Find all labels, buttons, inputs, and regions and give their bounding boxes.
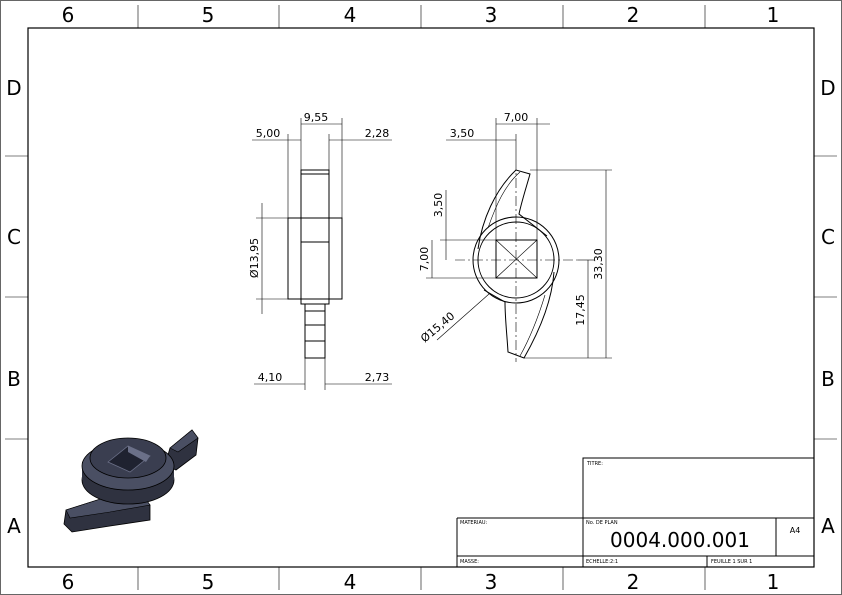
zone-row-left-c: C [7, 225, 21, 249]
isometric-view [63, 429, 199, 533]
front-view-upper-wing [477, 169, 548, 250]
side-view-shaft [300, 169, 330, 219]
material-label: MATERIAU: [460, 520, 488, 526]
dim-side-top-total: 9,55 [304, 111, 329, 124]
zone-col-bottom-2: 2 [627, 570, 640, 594]
zone-row-left-d: D [6, 76, 21, 100]
dim-side-top-right: 2,28 [365, 127, 390, 140]
dim-front-height-lower: 17,45 [574, 294, 587, 326]
title-label: TITRE: [586, 461, 603, 467]
zone-col-top-4: 4 [344, 3, 357, 27]
plan-number: 0004.000.001 [610, 528, 750, 552]
zone-col-top-5: 5 [202, 3, 215, 27]
dim-side-diameter: Ø13,95 [248, 238, 261, 278]
dim-side-top-left: 5,00 [256, 127, 281, 140]
zone-ticks [5, 5, 837, 590]
front-view-lower-wing [483, 271, 555, 359]
zone-col-bottom-6: 6 [62, 570, 75, 594]
dim-front-vert-half: 3,50 [432, 193, 445, 218]
zone-col-top-3: 3 [485, 3, 498, 27]
zone-row-left-a: A [7, 514, 21, 538]
zone-row-right-d: D [820, 76, 835, 100]
dim-front-top-width: 7,00 [504, 111, 529, 124]
zone-col-bottom-4: 4 [344, 570, 357, 594]
side-view-lower-shaft [304, 303, 326, 359]
zone-col-bottom-5: 5 [202, 570, 215, 594]
dim-front-vert-square: 7,00 [418, 247, 431, 272]
zone-col-top-6: 6 [62, 3, 75, 27]
side-view-body [287, 217, 343, 300]
scale-label: ECHELLE:2:1 [586, 559, 618, 565]
side-view: 9,55 5,00 2,28 Ø13,95 4,10 2,73 [248, 111, 392, 390]
sheet-count-label: FEUILLE 1 SUR 1 [711, 559, 752, 565]
front-view: 7,00 3,50 3,50 7,00 Ø15,40 33,30 17,45 [418, 111, 612, 362]
zone-row-left-b: B [7, 367, 21, 391]
mass-label: MASSE: [460, 559, 479, 565]
zone-col-top-1: 1 [767, 3, 780, 27]
zone-col-bottom-1: 1 [767, 570, 780, 594]
zone-col-top-2: 2 [627, 3, 640, 27]
dim-side-bottom-right: 2,73 [365, 371, 390, 384]
zone-col-bottom-3: 3 [485, 570, 498, 594]
dim-side-bottom-left: 4,10 [258, 371, 283, 384]
plan-number-label: No. DE PLAN [586, 520, 618, 526]
zone-row-right-b: B [821, 367, 835, 391]
dim-front-height-total: 33,30 [592, 248, 605, 280]
sheet-format: A4 [790, 526, 801, 535]
dim-front-top-offset: 3,50 [450, 127, 475, 140]
zone-row-right-c: C [821, 225, 835, 249]
zone-row-right-a: A [821, 514, 835, 538]
title-block: TITRE: MATERIAU: No. DE PLAN 0004.000.00… [456, 457, 815, 568]
front-view-square-hole [495, 239, 538, 279]
